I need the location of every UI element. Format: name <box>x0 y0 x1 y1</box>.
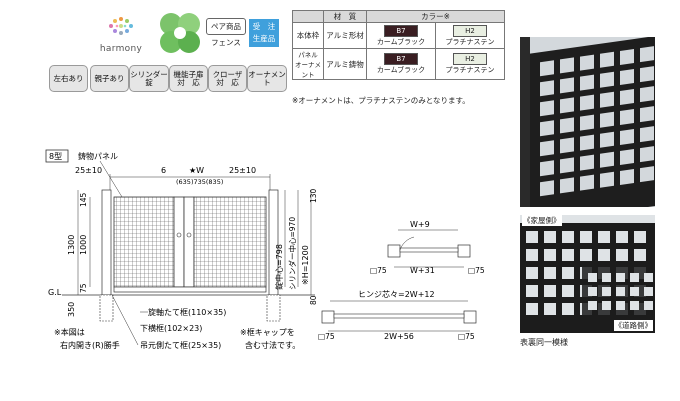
dim-1000: 1000 <box>79 235 88 255</box>
w-options: (635)735(835) <box>176 178 223 186</box>
material-color-table: 材 質 カラー※ 本体枠 アルミ形材 B7 カームブラック H2 プラチナステン… <box>292 10 505 80</box>
table-header-material: 材 質 <box>323 10 367 23</box>
plan-sq75-left-top: □75 <box>370 266 387 275</box>
harmony-dots-icon <box>109 17 133 35</box>
made-to-order-line2: 生産品 <box>252 34 276 43</box>
row-part: 本体枠 <box>292 22 324 49</box>
row-material: アルミ鋳物 <box>323 48 367 80</box>
dim-350: 350 <box>67 302 76 317</box>
hanging-frame-label: 吊元側たて框(25×35) <box>140 340 221 350</box>
table-header-row: 材 質 カラー※ <box>292 10 505 23</box>
ornament-note: ※オーナメントは、プラチナステンのみとなります。 <box>292 96 470 105</box>
dim-w: ★W <box>189 166 204 175</box>
feature-functional-door: 機能子扉 対 応 <box>169 65 208 92</box>
gl-label: G.L <box>48 288 62 297</box>
row-color-2: H2 プラチナステン <box>435 22 505 49</box>
dim-130: 130 <box>309 188 318 203</box>
height-label: ※H=1200 <box>301 245 310 285</box>
feature-ornament: オーナメント <box>247 65 287 92</box>
note-left-2: 右内開き(R)勝手 <box>60 340 120 350</box>
table-header-part <box>292 10 324 23</box>
plan-sq75-left-bottom: □75 <box>318 332 335 341</box>
feature-cylinder-lock: シリンダー 錠 <box>129 65 169 92</box>
model-label: 8型 <box>49 152 62 161</box>
road-side-label: 《道路側》 <box>613 320 653 331</box>
dim-6: 6 <box>161 166 166 175</box>
note-right-2: 含む寸法です。 <box>245 340 300 350</box>
plan-sq75-right-top: □75 <box>468 266 485 275</box>
pair-product-badge: ペア商品 フェンス <box>206 18 246 47</box>
plan-w31: W+31 <box>410 266 435 275</box>
dim-75: 75 <box>79 283 88 293</box>
made-to-order-badge: 受 注 生産品 <box>249 19 279 47</box>
table-header-color: カラー※ <box>366 10 505 23</box>
feature-left-right: 左右あり <box>49 65 88 92</box>
made-to-order-line1: 受 注 <box>252 22 276 31</box>
dim-25-10-left: 25±10 <box>75 166 102 175</box>
photo-caption: 表裏同一模様 <box>520 338 568 347</box>
brand-name: harmony <box>99 44 143 54</box>
row-color-1: B7 カームブラック <box>366 48 436 80</box>
color-swatch-h2: H2 <box>453 53 487 65</box>
house-side-label: 《家屋側》 <box>522 215 562 226</box>
pivot-frame-label: 旋軸たて框(110×35) <box>148 307 226 317</box>
row-material: アルミ形材 <box>323 22 367 49</box>
dim-25-10-right: 25±10 <box>229 166 256 175</box>
color-swatch-b7: B7 <box>384 24 418 37</box>
plan-sq75-right-bottom: □75 <box>458 332 475 341</box>
gate-elevation-drawing: 8型 鋳物パネル 25±10 6 ★W 25±10 (635)735(835) … <box>45 149 318 350</box>
plan-hinge: ヒンジ芯々=2W+12 <box>358 289 435 299</box>
dim-80: 80 <box>309 295 318 305</box>
feature-closer: クローザ 対 応 <box>208 65 247 92</box>
photo-gate-both-sides: 《家屋側》 《道路側》 <box>520 215 655 333</box>
dim-1300: 1300 <box>67 235 76 255</box>
color-name: カームブラック <box>376 37 426 46</box>
gate-both-sides-image <box>520 215 655 333</box>
pair-product-sub: フェンス <box>211 38 241 47</box>
color-swatch-h2: H2 <box>453 24 487 37</box>
row-part: パネル オーナメント <box>292 48 324 80</box>
lock-center: 錠中心=798 <box>274 244 284 290</box>
color-swatch-b7: B7 <box>384 53 418 65</box>
clover-badge <box>155 10 205 58</box>
plan-w56: 2W+56 <box>384 332 414 341</box>
pair-product-label: ペア商品 <box>206 18 246 35</box>
color-name: プラチナステン <box>445 37 495 46</box>
table-row: パネル オーナメント アルミ鋳物 B7 カームブラック H2 プラチナステン <box>292 48 505 80</box>
gate-closeup-image <box>520 37 655 207</box>
bottom-frame-label: 下横框(102×23) <box>140 323 202 333</box>
note-right-1: ※框キャップを <box>240 327 295 337</box>
cast-panel-label: 鋳物パネル <box>78 151 118 161</box>
row-color-1: B7 カームブラック <box>366 22 436 49</box>
plan-w9: W+9 <box>410 220 430 229</box>
feature-parent-child: 親子あり <box>90 65 129 92</box>
cylinder-center: シリンダー中心=970 <box>287 217 297 290</box>
table-row: 本体枠 アルミ形材 B7 カームブラック H2 プラチナステン <box>292 22 505 49</box>
clover-icon <box>160 13 200 53</box>
color-name: カームブラック <box>376 66 426 74</box>
photo-gate-closeup <box>520 37 655 207</box>
gate-plan-drawing: W+9 □75 W+31 □75 ヒンジ芯々=2W+12 □75 2W+56 □… <box>318 220 485 341</box>
dim-145: 145 <box>79 192 88 207</box>
harmony-logo: harmony <box>92 14 150 56</box>
note-left-1: ※本図は <box>54 327 85 337</box>
row-color-2: H2 プラチナステン <box>435 48 505 80</box>
color-name: プラチナステン <box>445 66 495 74</box>
